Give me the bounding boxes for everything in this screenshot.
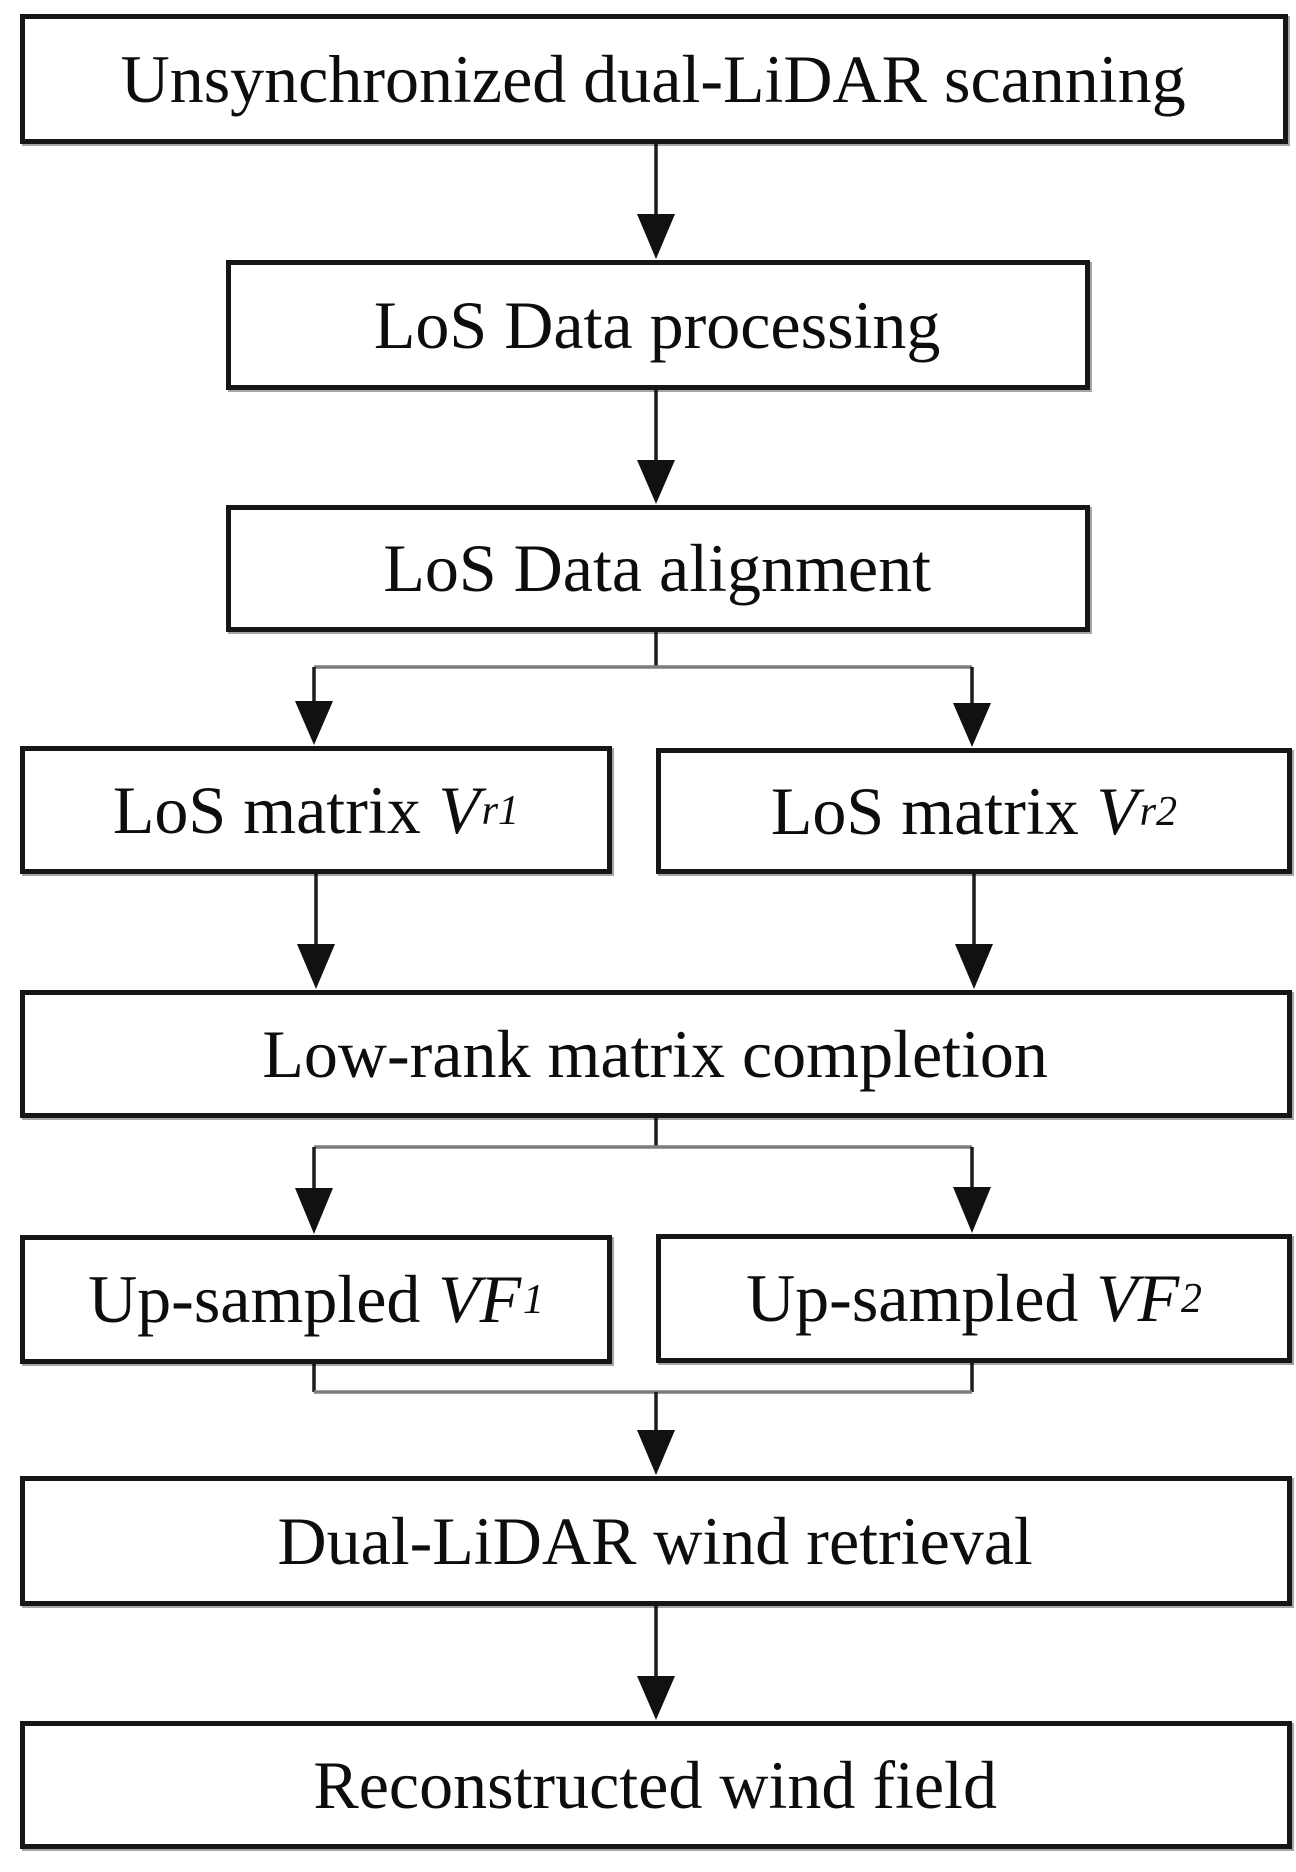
arrowhead-merge-retrieval — [637, 1430, 675, 1475]
node-label: LoS Data alignment — [383, 530, 931, 606]
node-reconstructed-wind-field: Reconstructed wind field — [20, 1721, 1292, 1849]
node-los-data-processing: LoS Data processing — [226, 260, 1090, 390]
node-low-rank-matrix-completion: Low-rank matrix completion — [20, 990, 1292, 1118]
node-label: LoS matrix — [770, 772, 1079, 849]
arrowhead-completion-vf2 — [953, 1187, 991, 1233]
node-label: Dual-LiDAR wind retrieval — [277, 1502, 1033, 1579]
node-dual-lidar-wind-retrieval: Dual-LiDAR wind retrieval — [20, 1476, 1292, 1606]
arrowhead-vr1-completion — [297, 944, 335, 989]
arrowhead-alignment-vr1 — [295, 701, 333, 745]
arrowhead-retrieval-reconstructed — [637, 1676, 675, 1720]
node-math-symbol: V — [438, 771, 480, 848]
node-label: Reconstructed wind field — [313, 1746, 997, 1823]
node-label: LoS matrix — [112, 771, 421, 848]
arrowhead-scanning-processing — [637, 214, 675, 259]
node-math-symbol: VF — [1096, 1260, 1180, 1336]
node-math-subscript: r2 — [1139, 787, 1178, 835]
node-los-data-alignment: LoS Data alignment — [226, 505, 1090, 632]
node-label: Unsynchronized dual-LiDAR scanning — [120, 40, 1186, 117]
node-math-symbol: VF — [438, 1261, 522, 1337]
node-label: Up-sampled — [88, 1261, 421, 1337]
arrowhead-alignment-vr2 — [953, 703, 991, 747]
node-math-subscript: 2 — [1180, 1275, 1202, 1322]
node-math-symbol: V — [1096, 772, 1138, 849]
arrowhead-processing-alignment — [637, 460, 675, 504]
node-label: Up-sampled — [746, 1260, 1079, 1336]
node-math-subscript: r1 — [481, 786, 520, 834]
node-math-subscript: 1 — [522, 1276, 544, 1323]
arrowhead-completion-vf1 — [295, 1188, 333, 1234]
arrowhead-vr2-completion — [955, 944, 993, 989]
node-label: LoS Data processing — [373, 286, 941, 363]
node-label: Low-rank matrix completion — [262, 1015, 1048, 1092]
node-unsynchronized-dual-lidar-scanning: Unsynchronized dual-LiDAR scanning — [20, 14, 1288, 144]
